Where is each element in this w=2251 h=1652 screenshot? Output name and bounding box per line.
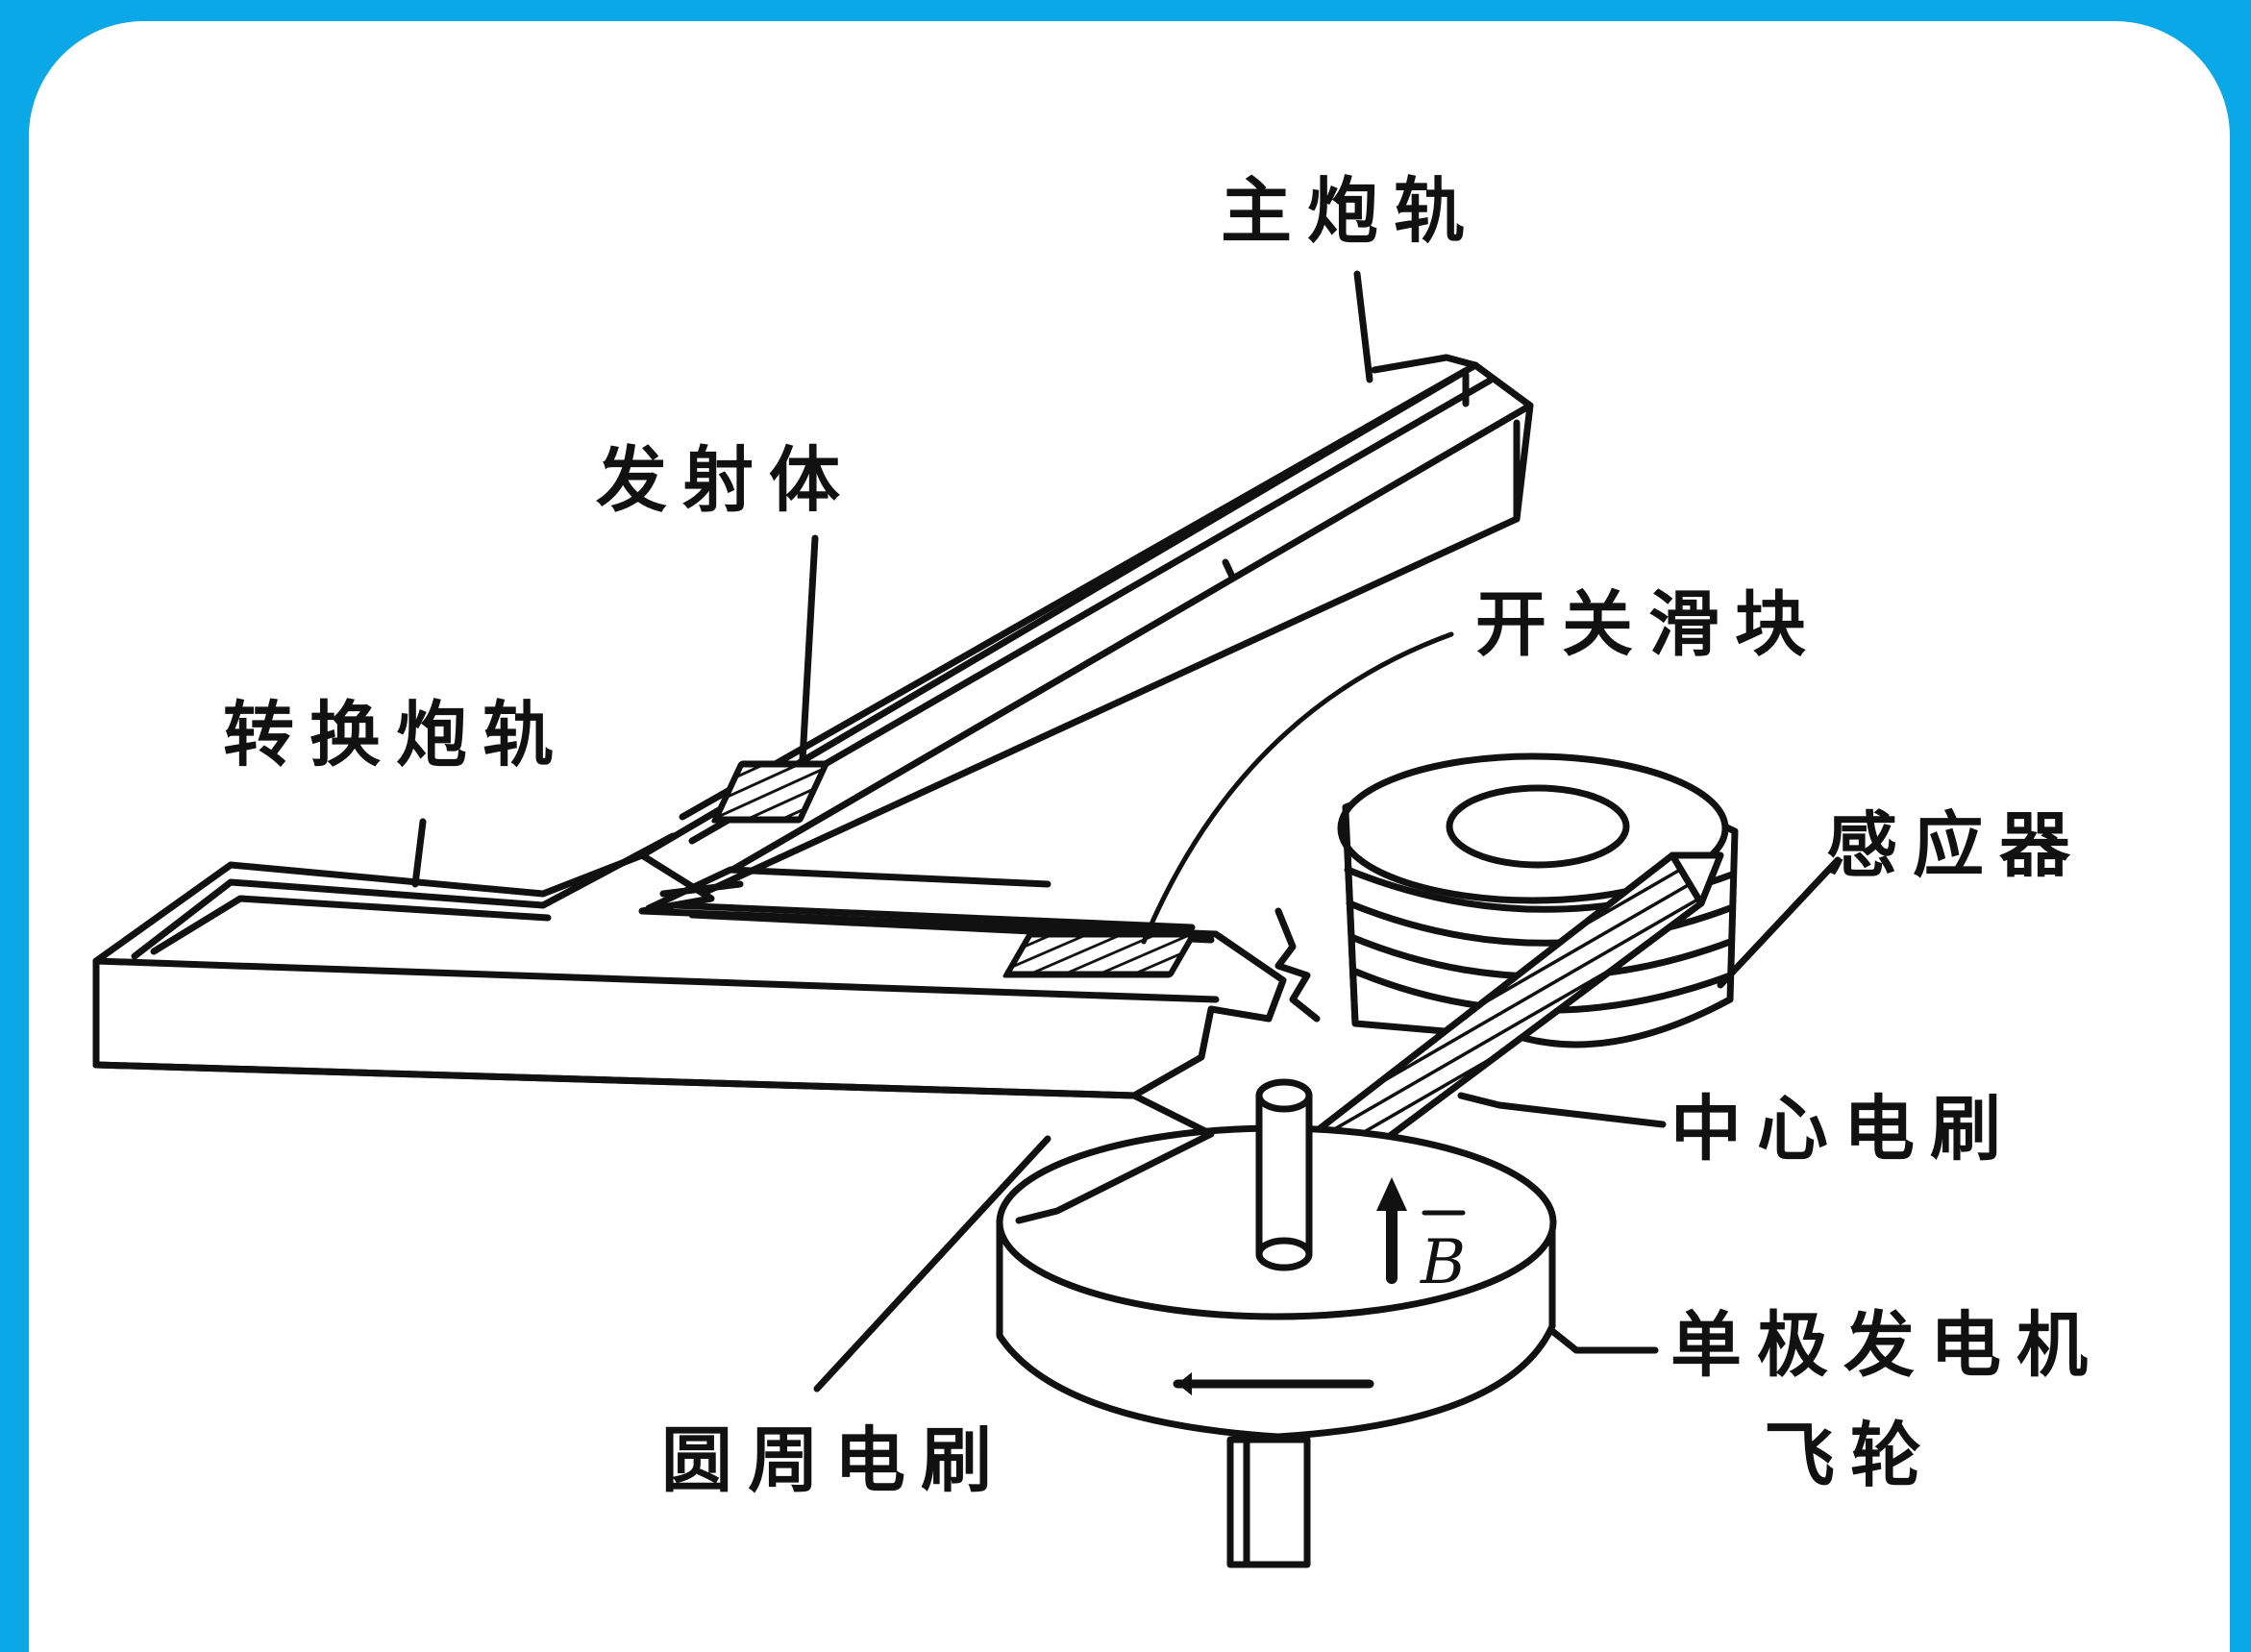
rim-brush-strap bbox=[1015, 1092, 1215, 1224]
leader-projectile bbox=[799, 534, 819, 763]
label-projectile: 发射体 bbox=[596, 439, 855, 522]
label-homopolar-generator: 单极发电机 bbox=[1670, 1304, 2103, 1387]
leader-switch-slider bbox=[1141, 631, 1454, 945]
connector-zigzag bbox=[1274, 907, 1321, 1023]
label-switch-slider: 开关滑块 bbox=[1475, 583, 1821, 666]
label-inductor: 感应器 bbox=[1826, 804, 2086, 887]
inductor bbox=[1337, 752, 1739, 1048]
leader-generator bbox=[1548, 1327, 1659, 1354]
leader-transfer-rail bbox=[411, 818, 427, 888]
projectile bbox=[711, 760, 830, 824]
leader-main-rail bbox=[1353, 270, 1373, 383]
switch-slider bbox=[1002, 930, 1198, 978]
leader-center-brush bbox=[1457, 1092, 1667, 1128]
label-transfer-rail: 转换炮轨 bbox=[223, 694, 569, 777]
label-b-field: B bbox=[1420, 1227, 1466, 1298]
leader-rim-brush bbox=[813, 1135, 1051, 1393]
label-rim-brush: 圆周电刷 bbox=[661, 1419, 1007, 1502]
leader-inductor bbox=[1717, 856, 1842, 989]
center-shaft bbox=[1255, 1078, 1313, 1271]
label-flywheel: 飞轮 bbox=[1764, 1415, 1937, 1497]
b-field-arrow bbox=[1376, 1177, 1466, 1284]
main-rail bbox=[638, 354, 1534, 898]
label-main-rail: 主炮轨 bbox=[1221, 170, 1480, 253]
rotation-arrow bbox=[1173, 1372, 1374, 1395]
label-center-brush: 中心电刷 bbox=[1670, 1088, 2016, 1171]
transfer-rail bbox=[92, 832, 1287, 1099]
